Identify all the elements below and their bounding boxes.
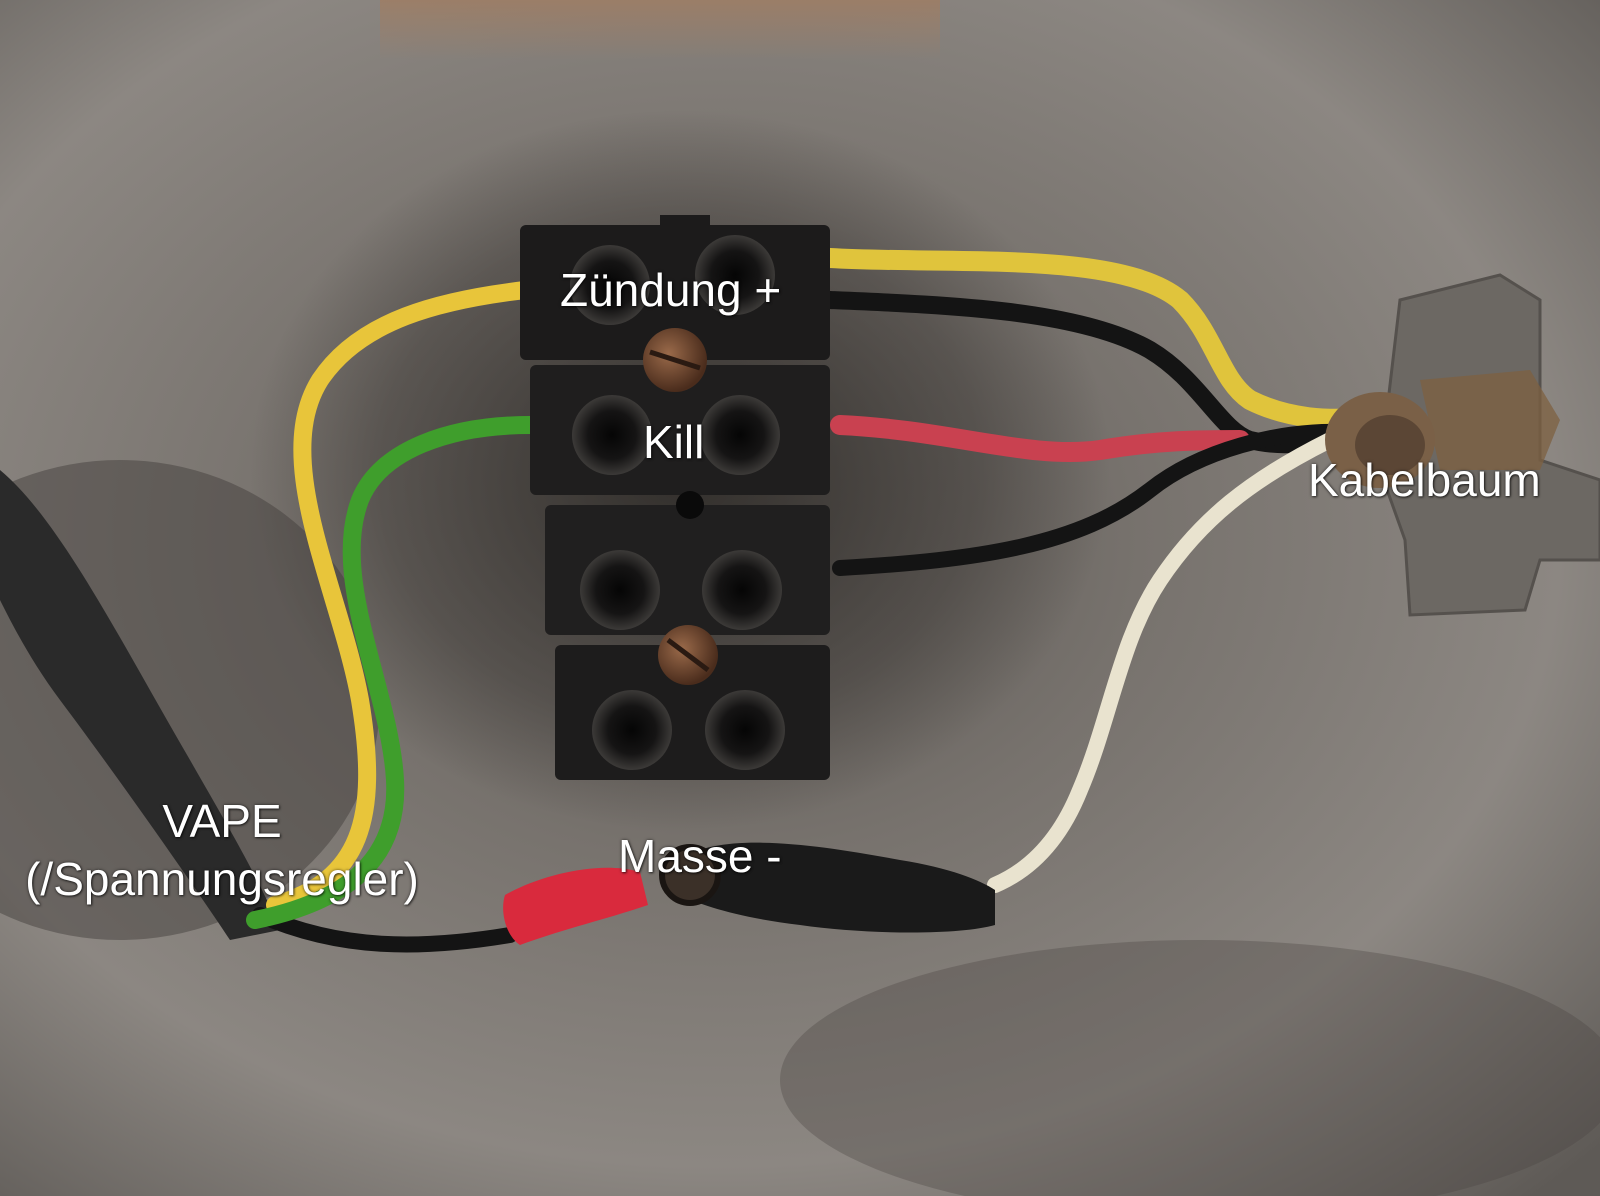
rust-streak <box>380 0 940 60</box>
wire-green-kill <box>246 416 539 929</box>
wire-black-ground <box>252 907 518 953</box>
label-vape: VAPE (/Spannungsregler) <box>12 793 432 908</box>
ground-tape <box>680 842 995 933</box>
dark-shadow-left <box>0 460 380 940</box>
wire-black-harness-bottom <box>832 423 1348 576</box>
wire-red-harness <box>830 415 1250 462</box>
bracket-rust <box>1420 370 1560 470</box>
label-masse: Masse - <box>618 830 782 882</box>
wire-black-harness-top <box>821 291 1359 454</box>
ground-ring <box>659 844 721 906</box>
dark-shadow-bottom <box>780 940 1600 1196</box>
screw-slot-top <box>649 349 701 371</box>
label-kill: Kill <box>643 416 705 468</box>
label-vape-line2: (/Spannungsregler) <box>25 852 419 905</box>
vape-cable-sleeve <box>0 470 280 940</box>
wire-yellow-ignition <box>266 281 534 914</box>
label-vape-line1: VAPE <box>162 795 282 847</box>
wire-white-ground <box>987 432 1338 893</box>
harness-wrap <box>1355 415 1425 475</box>
terminal-screw-holes <box>570 235 785 770</box>
screw-slot-bottom <box>666 638 710 672</box>
wire-yellow-harness <box>820 248 1370 429</box>
label-zuendung: Zündung + <box>560 264 782 316</box>
red-ring-terminal <box>503 867 648 945</box>
label-kabelbaum: Kabelbaum <box>1308 454 1541 506</box>
